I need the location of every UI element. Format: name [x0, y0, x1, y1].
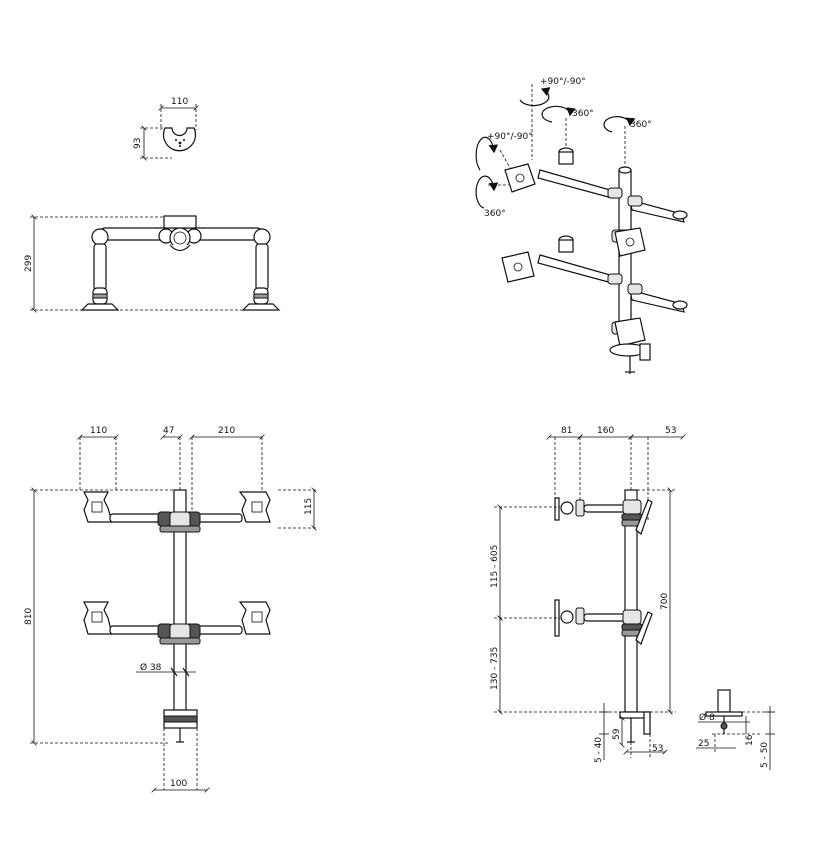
- bolt-25-label: 25: [698, 739, 709, 749]
- offset-160-label: 160: [597, 426, 614, 436]
- pivot-height-label: 93: [133, 138, 143, 149]
- desk-range-label: 5 - 40: [594, 737, 604, 763]
- base-frame-view: 299: [24, 214, 281, 313]
- total-height-label: 810: [24, 608, 34, 625]
- clamp-59-label: 59: [612, 728, 622, 740]
- vesa-left-label: 110: [90, 426, 107, 436]
- side-view: 81 160 53: [490, 426, 686, 763]
- isometric-view: +90°/-90° 360° 360° +90°/-90° 360°: [475, 77, 688, 374]
- pivot-detail: 110 93: [133, 97, 199, 161]
- base-height-label: 299: [24, 255, 34, 272]
- pole-diameter-label: Ø 38: [140, 662, 162, 673]
- offset-53-label: 53: [665, 426, 676, 436]
- vesa-height-label: 115: [304, 498, 314, 515]
- rot-tilt-side: +90°/-90°: [487, 132, 533, 142]
- clamp-53-label: 53: [652, 744, 663, 754]
- front-view: 110 47 210 115 810: [24, 426, 318, 793]
- lower-range-label: 130 - 735: [490, 647, 500, 690]
- bolt-16-label: 16: [745, 734, 755, 746]
- arm-reach-label: 210: [218, 426, 235, 436]
- clamp-width-label: 100: [170, 779, 187, 789]
- rot-360-b: 360°: [630, 120, 652, 130]
- grommet-detail: Ø 8 16 25 5 - 50: [696, 689, 776, 770]
- rot-360-c: 360°: [484, 209, 506, 219]
- pivot-width-label: 110: [171, 97, 188, 107]
- rot-tilt-top: +90°/-90°: [540, 77, 586, 87]
- pole-width-label: 47: [163, 426, 174, 436]
- bolt-range-label: 5 - 50: [760, 742, 770, 768]
- bolt-diameter-label: Ø 8: [699, 712, 715, 723]
- offset-81-label: 81: [561, 426, 572, 436]
- pole-height-label: 700: [660, 593, 670, 610]
- upper-range-label: 115 - 605: [490, 545, 500, 588]
- rot-360-a: 360°: [572, 109, 594, 119]
